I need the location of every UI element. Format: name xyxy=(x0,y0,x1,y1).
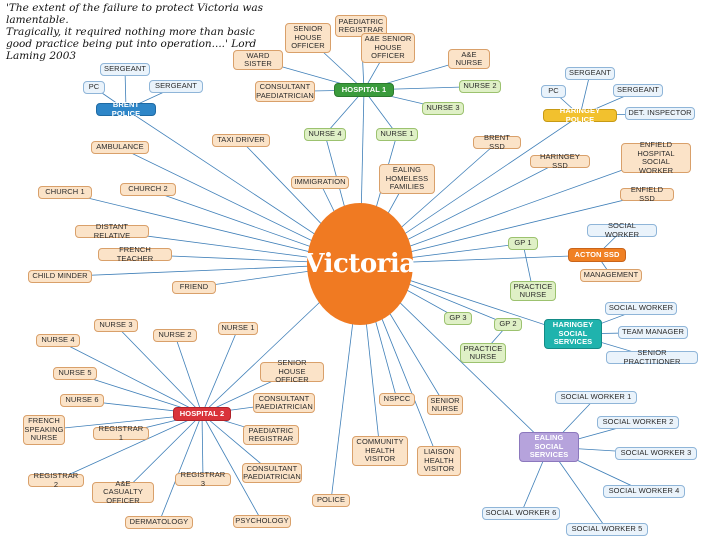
node-ae-senior-house-officer: A&E SENIOR HOUSE OFFICER xyxy=(361,33,415,63)
node-immigration: IMMIGRATION xyxy=(291,176,349,189)
node-community-health-visitor: COMMUNITY HEALTH VISITOR xyxy=(352,436,408,466)
connector-line xyxy=(122,413,203,493)
node-senior-house-officer-top: SENIOR HOUSE OFFICER xyxy=(285,23,331,53)
node-nurse-4-left: NURSE 4 xyxy=(36,334,80,347)
node-social-worker-1: SOCIAL WORKER 1 xyxy=(555,391,637,404)
node-ambulance: AMBULANCE xyxy=(91,141,149,154)
node-nurse-3-top: NURSE 3 xyxy=(422,102,464,115)
laming-quote: 'The extent of the failure to protect Vi… xyxy=(6,2,263,62)
node-paediatric-registrar-bottom: PAEDIATRIC REGISTRAR xyxy=(243,425,299,445)
node-sergeant-left: SERGEANT xyxy=(100,63,150,76)
node-enfield-ssd: ENFIELD SSD xyxy=(620,185,674,202)
connector-line xyxy=(324,89,365,135)
node-social-worker-6: SOCIAL WORKER 6 xyxy=(482,507,560,520)
node-nspcc: NSPCC xyxy=(379,393,415,406)
node-liaison-health-visitor: LIAISON HEALTH VISITOR xyxy=(417,446,461,476)
node-nurse-2: NURSE 2 xyxy=(459,80,501,93)
node-nurse-4-top: NURSE 4 xyxy=(304,128,346,141)
node-child-minder: CHILD MINDER xyxy=(28,270,92,283)
connector-line xyxy=(363,89,398,135)
connector-line xyxy=(115,325,203,415)
node-social-worker-5: SOCIAL WORKER 5 xyxy=(566,523,648,536)
node-french-speaking-nurse: FRENCH SPEAKING NURSE xyxy=(23,415,65,445)
node-ae-casualty-officer: A&E CASUALTY OFFICER xyxy=(92,479,154,505)
connector-line xyxy=(201,413,263,522)
node-sergeant-left2: SERGEANT xyxy=(149,80,203,93)
node-haringey-ssd: HARINGEY SSD xyxy=(530,152,590,169)
node-enfield-hospital-social-worker: ENFIELD HOSPITAL SOCIAL WORKER xyxy=(621,140,691,174)
node-friend: FRIEND xyxy=(172,281,216,294)
node-pc-left: PC xyxy=(83,81,105,94)
node-sergeant-right2: SERGEANT xyxy=(613,84,663,97)
node-senior-nurse: SENIOR NURSE xyxy=(427,395,463,415)
node-hospital-1: HOSPITAL 1 xyxy=(334,83,394,97)
node-social-worker-4: SOCIAL WORKER 4 xyxy=(603,485,685,498)
connector-line xyxy=(57,340,203,415)
node-social-worker-haringey: SOCIAL WORKER xyxy=(605,302,677,315)
node-management: MANAGEMENT xyxy=(580,269,642,282)
node-psychology: PSYCHOLOGY xyxy=(233,515,291,528)
connector-line xyxy=(201,413,204,480)
node-nurse-3-left: NURSE 3 xyxy=(94,319,138,332)
node-consultant-paediatrician-bottom: CONSULTANT PAEDIATRICIAN xyxy=(242,463,302,483)
node-police: POLICE xyxy=(312,494,350,507)
node-brent-police: BRENT POLICE xyxy=(96,100,156,117)
node-pc-right: PC xyxy=(541,85,566,98)
node-nurse-5: NURSE 5 xyxy=(53,367,97,380)
node-nurse-1-top: NURSE 1 xyxy=(376,128,418,141)
node-ward-sister: WARD SISTER xyxy=(233,50,283,70)
node-registrar-1: REGISTRAR 1 xyxy=(93,424,149,441)
node-gp-1: GP 1 xyxy=(508,237,538,250)
connector-line xyxy=(174,335,203,415)
node-practice-nurse-top: PRACTICE NURSE xyxy=(510,281,556,301)
node-brent-ssd: BRENT SSD xyxy=(473,133,521,150)
connector-line xyxy=(201,328,239,415)
node-nurse-6: NURSE 6 xyxy=(60,394,104,407)
node-church-2: CHURCH 2 xyxy=(120,183,176,196)
node-gp-3: GP 3 xyxy=(444,312,472,325)
center-node-victoria: Victoria xyxy=(304,203,416,325)
node-nurse-1-left: NURSE 1 xyxy=(218,322,258,335)
node-registrar-2: REGISTRAR 2 xyxy=(28,471,84,488)
node-practice-nurse-bottom: PRACTICE NURSE xyxy=(460,343,506,363)
node-haringey-social-services: HARINGEY SOCIAL SERVICES xyxy=(544,319,602,349)
node-social-worker-right: SOCIAL WORKER xyxy=(587,221,657,238)
node-ealing-social-services: EALING SOCIAL SERVICES xyxy=(519,432,579,462)
node-team-manager: TEAM MANAGER xyxy=(618,326,688,339)
node-haringey-police: HARINGEY POLICE xyxy=(543,106,617,123)
node-taxi-driver: TAXI DRIVER xyxy=(212,134,270,147)
node-det-inspector: DET. INSPECTOR xyxy=(625,107,695,120)
node-hospital-2: HOSPITAL 2 xyxy=(173,407,231,421)
connector-line xyxy=(124,69,127,110)
node-social-worker-3: SOCIAL WORKER 3 xyxy=(615,447,697,460)
node-french-teacher: FRENCH TEACHER xyxy=(98,245,172,262)
node-distant-relative: DISTANT RELATIVE xyxy=(75,222,149,239)
node-dermatology: DERMATOLOGY xyxy=(125,516,193,529)
center-label: Victoria xyxy=(304,249,416,279)
node-consultant-paediatrician-mid: CONSULTANT PAEDIATRICIAN xyxy=(253,393,315,413)
node-social-worker-2: SOCIAL WORKER 2 xyxy=(597,416,679,429)
node-consultant-paediatrician-top: CONSULTANT PAEDIATRICIAN xyxy=(255,81,315,102)
connector-line xyxy=(579,73,591,116)
node-ealing-homeless-families: EALING HOMELESS FAMILIES xyxy=(379,164,435,194)
node-acton-ssd: ACTON SSD xyxy=(568,248,626,262)
node-sergeant-right: SERGEANT xyxy=(565,67,615,80)
node-ae-nurse: A&E NURSE xyxy=(448,49,490,69)
node-gp-2: GP 2 xyxy=(494,318,522,331)
connector-line xyxy=(158,413,203,523)
connector-line xyxy=(55,413,203,481)
node-nurse-2-left: NURSE 2 xyxy=(153,329,197,342)
node-senior-practitioner: SENIOR PRACTITIONER xyxy=(606,348,698,365)
node-church-1: CHURCH 1 xyxy=(38,186,92,199)
node-senior-house-officer-bottom: SENIOR HOUSE OFFICER xyxy=(260,359,324,384)
node-registrar-3: REGISTRAR 3 xyxy=(175,470,231,487)
